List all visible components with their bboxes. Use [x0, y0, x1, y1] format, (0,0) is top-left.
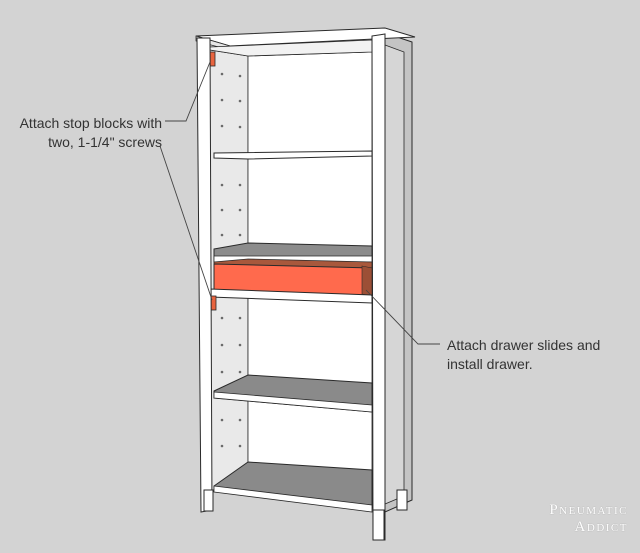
- right-back-leg: [396, 489, 408, 511]
- callout-drawer-line1: Attach drawer slides and: [447, 337, 601, 353]
- watermark-line1: Pneumatic: [549, 502, 628, 518]
- leader-line-drawer: [365, 289, 440, 345]
- leader-line-stop-blocks-2: [159, 145, 213, 301]
- right-side-face: [384, 44, 405, 505]
- callout-stop-blocks: Attach stop blocks with two, 1-1/4" scre…: [6, 114, 162, 152]
- leader-line-stop-blocks: [165, 61, 211, 122]
- shelf-1: [213, 150, 373, 160]
- callout-drawer: Attach drawer slides and install drawer.: [447, 336, 637, 374]
- callout-stop-blocks-line1: Attach stop blocks with: [19, 115, 162, 131]
- right-leg: [372, 509, 385, 541]
- callout-stop-blocks-line2: two, 1-1/4" screws: [48, 134, 162, 150]
- bottom-shelf-front: [213, 485, 373, 513]
- watermark-line2: Addict: [574, 519, 628, 535]
- shelf-pin-holes: [220, 72, 242, 448]
- left-front-stile: [196, 37, 213, 513]
- right-front-stile: [371, 33, 386, 541]
- callout-drawer-line2: install drawer.: [447, 356, 533, 372]
- left-leg: [203, 489, 214, 512]
- shelf-3-front: [213, 391, 373, 413]
- watermark-logo: Pneumatic Addict: [549, 502, 628, 536]
